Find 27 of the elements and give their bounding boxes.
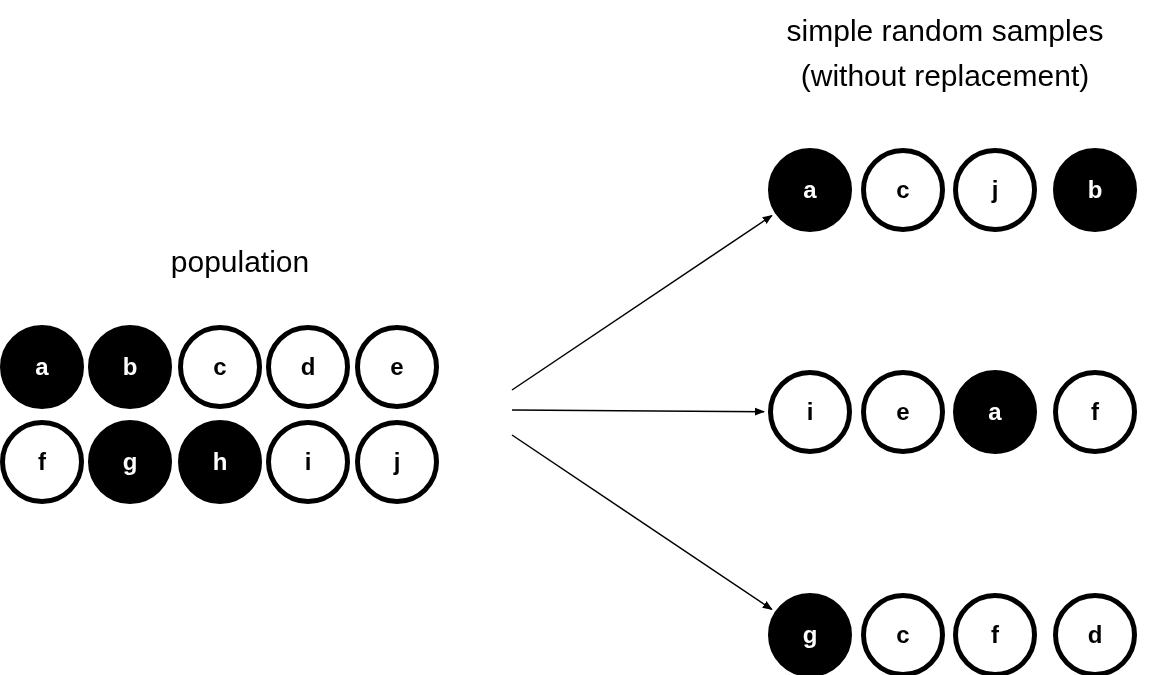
letter-circle: a — [768, 148, 852, 232]
letter-circle: f — [1053, 370, 1137, 454]
letter-circle: b — [1053, 148, 1137, 232]
letter-circle: a — [953, 370, 1037, 454]
letter-circle: i — [768, 370, 852, 454]
letter-circle: d — [1053, 593, 1137, 675]
letter-circle: c — [861, 148, 945, 232]
letter-circle: b — [88, 325, 172, 409]
arrow — [511, 214, 773, 391]
letter-circle: c — [178, 325, 262, 409]
letter-circle: c — [861, 593, 945, 675]
letter-circle: d — [266, 325, 350, 409]
letter-circle: e — [861, 370, 945, 454]
letter-circle: g — [88, 420, 172, 504]
letter-circle: i — [266, 420, 350, 504]
letter-circle: j — [953, 148, 1037, 232]
group-heading: simple random samples (without replacement) — [785, 13, 1105, 94]
arrow — [511, 407, 765, 416]
letter-circle: f — [0, 420, 84, 504]
letter-circle: g — [768, 593, 852, 675]
letter-circle: j — [355, 420, 439, 504]
letter-circle: e — [355, 325, 439, 409]
letter-circle: f — [953, 593, 1037, 675]
arrow — [511, 434, 773, 611]
letter-circle: h — [178, 420, 262, 504]
group-heading: population — [169, 245, 311, 279]
letter-circle: a — [0, 325, 84, 409]
